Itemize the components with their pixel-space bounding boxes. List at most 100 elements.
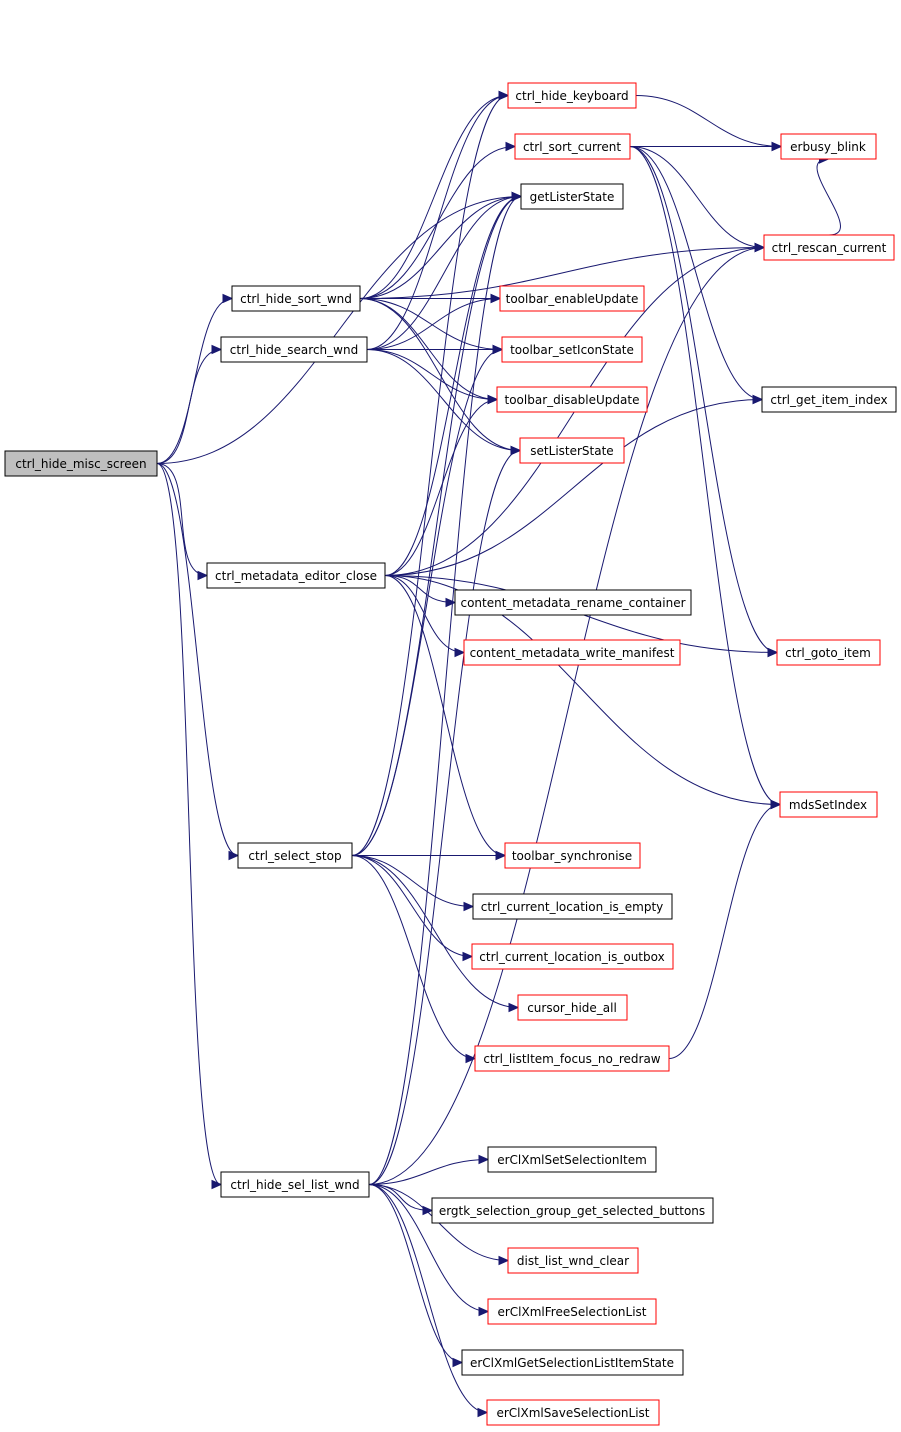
arrowhead <box>510 445 522 456</box>
node-erclxmlfreeselectionlist[interactable]: erClXmlFreeSelectionList <box>487 1298 657 1325</box>
call-edge <box>368 191 523 1185</box>
node-ctrl-current-location-is-outbox[interactable]: ctrl_current_location_is_outbox <box>471 943 674 970</box>
node-cursor-hide-all[interactable]: cursor_hide_all <box>517 994 628 1021</box>
call-edges <box>156 90 841 1418</box>
node-ctrl-hide-sort-wnd[interactable]: ctrl_hide_sort_wnd <box>231 285 361 312</box>
node-label: ctrl_listItem_focus_no_redraw <box>483 1052 660 1066</box>
edge-line <box>351 349 503 856</box>
node-ctrl-goto-item[interactable]: ctrl_goto_item <box>776 639 881 666</box>
node-dist-list-wnd-clear[interactable]: dist_list_wnd_clear <box>507 1247 639 1274</box>
call-edge <box>351 850 507 861</box>
edge-line <box>384 399 763 576</box>
node-ctrl-current-location-is-empty[interactable]: ctrl_current_location_is_empty <box>472 893 673 920</box>
arrowhead <box>463 901 475 912</box>
arrowhead <box>508 1002 520 1013</box>
arrowhead <box>490 293 502 304</box>
edge-line <box>156 196 522 464</box>
arrowhead <box>754 242 766 253</box>
node-label: content_metadata_write_manifest <box>470 646 675 660</box>
node-toolbar-seticonstate[interactable]: toolbar_setIconState <box>501 336 643 363</box>
node-label: toolbar_disableUpdate <box>505 393 640 407</box>
node-ctrl-rescan-current[interactable]: ctrl_rescan_current <box>763 234 895 261</box>
node-ctrl-hide-keyboard[interactable]: ctrl_hide_keyboard <box>507 82 637 109</box>
node-erclxmlgetselectionlistitemstate[interactable]: erClXmlGetSelectionListItemState <box>461 1349 684 1376</box>
call-edge <box>368 1184 489 1418</box>
arrowhead <box>465 1053 477 1064</box>
node-label: ctrl_hide_search_wnd <box>230 343 358 357</box>
arrowhead <box>454 647 466 658</box>
arrowhead <box>211 1179 223 1190</box>
call-edge <box>629 141 783 152</box>
node-content-metadata-rename-container[interactable]: content_metadata_rename_container <box>454 589 692 616</box>
node-ctrl-get-item-index[interactable]: ctrl_get_item_index <box>761 386 897 413</box>
node-ctrl-metadata-editor-close[interactable]: ctrl_metadata_editor_close <box>206 562 386 589</box>
node-ctrl-hide-search-wnd[interactable]: ctrl_hide_search_wnd <box>220 336 368 363</box>
call-edge <box>359 298 522 456</box>
edge-line <box>629 146 763 400</box>
call-edge <box>368 445 522 1185</box>
node-label: ctrl_sort_current <box>523 140 621 154</box>
node-label: setListerState <box>530 444 613 458</box>
node-label: ctrl_hide_sort_wnd <box>240 292 352 306</box>
node-content-metadata-write-manifest[interactable]: content_metadata_write_manifest <box>463 639 681 666</box>
call-edge <box>351 855 475 912</box>
arrowhead <box>505 141 517 152</box>
node-erclxmlsetselectionitem[interactable]: erClXmlSetSelectionItem <box>487 1146 657 1173</box>
node-ctrl-hide-sel-list-wnd[interactable]: ctrl_hide_sel_list_wnd <box>220 1171 370 1198</box>
edge-line <box>384 196 522 576</box>
call-edge <box>351 855 477 1064</box>
node-label: ctrl_select_stop <box>248 849 341 863</box>
edge-line <box>368 196 522 1185</box>
call-edge <box>629 146 779 658</box>
arrowhead <box>771 141 783 152</box>
call-edge <box>384 575 457 608</box>
edge-line <box>366 349 498 400</box>
call-edge <box>368 1184 464 1368</box>
call-edge <box>156 463 223 1190</box>
call-edge <box>635 95 783 152</box>
call-edge <box>351 344 504 856</box>
arrowhead <box>422 1205 434 1216</box>
edge-line <box>156 298 233 464</box>
edge-line <box>351 855 519 1008</box>
node-ctrl-select-stop[interactable]: ctrl_select_stop <box>237 842 353 869</box>
node-toolbar-enableupdate[interactable]: toolbar_enableUpdate <box>499 285 645 312</box>
node-setlisterstate[interactable]: setListerState <box>519 437 625 464</box>
call-edge <box>366 90 510 350</box>
edge-line <box>359 95 509 299</box>
edge-line <box>368 247 765 1185</box>
call-edge <box>368 242 766 1185</box>
call-edge <box>351 90 510 856</box>
arrowhead <box>492 344 504 355</box>
node-label: ctrl_goto_item <box>785 646 871 660</box>
edge-line <box>368 1184 489 1312</box>
call-edge <box>359 141 517 299</box>
call-edge <box>366 293 502 350</box>
node-label: ctrl_hide_keyboard <box>515 89 628 103</box>
call-edge <box>668 799 782 1059</box>
node-label: ctrl_current_location_is_outbox <box>479 950 664 964</box>
node-toolbar-synchronise[interactable]: toolbar_synchronise <box>504 842 641 869</box>
node-ergtk-selection-group-get-selected-buttons[interactable]: ergtk_selection_group_get_selected_butto… <box>431 1197 714 1224</box>
node-label: ctrl_hide_misc_screen <box>15 457 146 471</box>
arrowhead <box>222 293 234 304</box>
call-edge <box>368 1184 490 1317</box>
node-toolbar-disableupdate[interactable]: toolbar_disableUpdate <box>496 386 648 413</box>
node-label: ergtk_selection_group_get_selected_butto… <box>439 1204 705 1218</box>
edge-line <box>384 575 465 653</box>
edge-line <box>359 298 521 451</box>
node-ctrl-listitem-focus-no-redraw[interactable]: ctrl_listItem_focus_no_redraw <box>474 1045 670 1072</box>
call-edge <box>351 191 523 856</box>
node-ctrl-sort-current[interactable]: ctrl_sort_current <box>514 133 631 160</box>
node-erbusy-blink[interactable]: erbusy_blink <box>780 133 877 160</box>
node-getlisterstate[interactable]: getListerState <box>520 183 624 210</box>
arrowhead <box>452 1357 464 1368</box>
arrowhead <box>498 1255 510 1266</box>
edge-line <box>156 349 222 464</box>
node-erclxmlsaveselectionlist[interactable]: erClXmlSaveSelectionList <box>486 1399 660 1426</box>
node-ctrl-hide-misc-screen[interactable]: ctrl_hide_misc_screen <box>4 450 158 477</box>
node-mdssetindex[interactable]: mdsSetIndex <box>779 791 878 818</box>
edge-line <box>351 855 476 1059</box>
node-label: mdsSetIndex <box>789 798 867 812</box>
